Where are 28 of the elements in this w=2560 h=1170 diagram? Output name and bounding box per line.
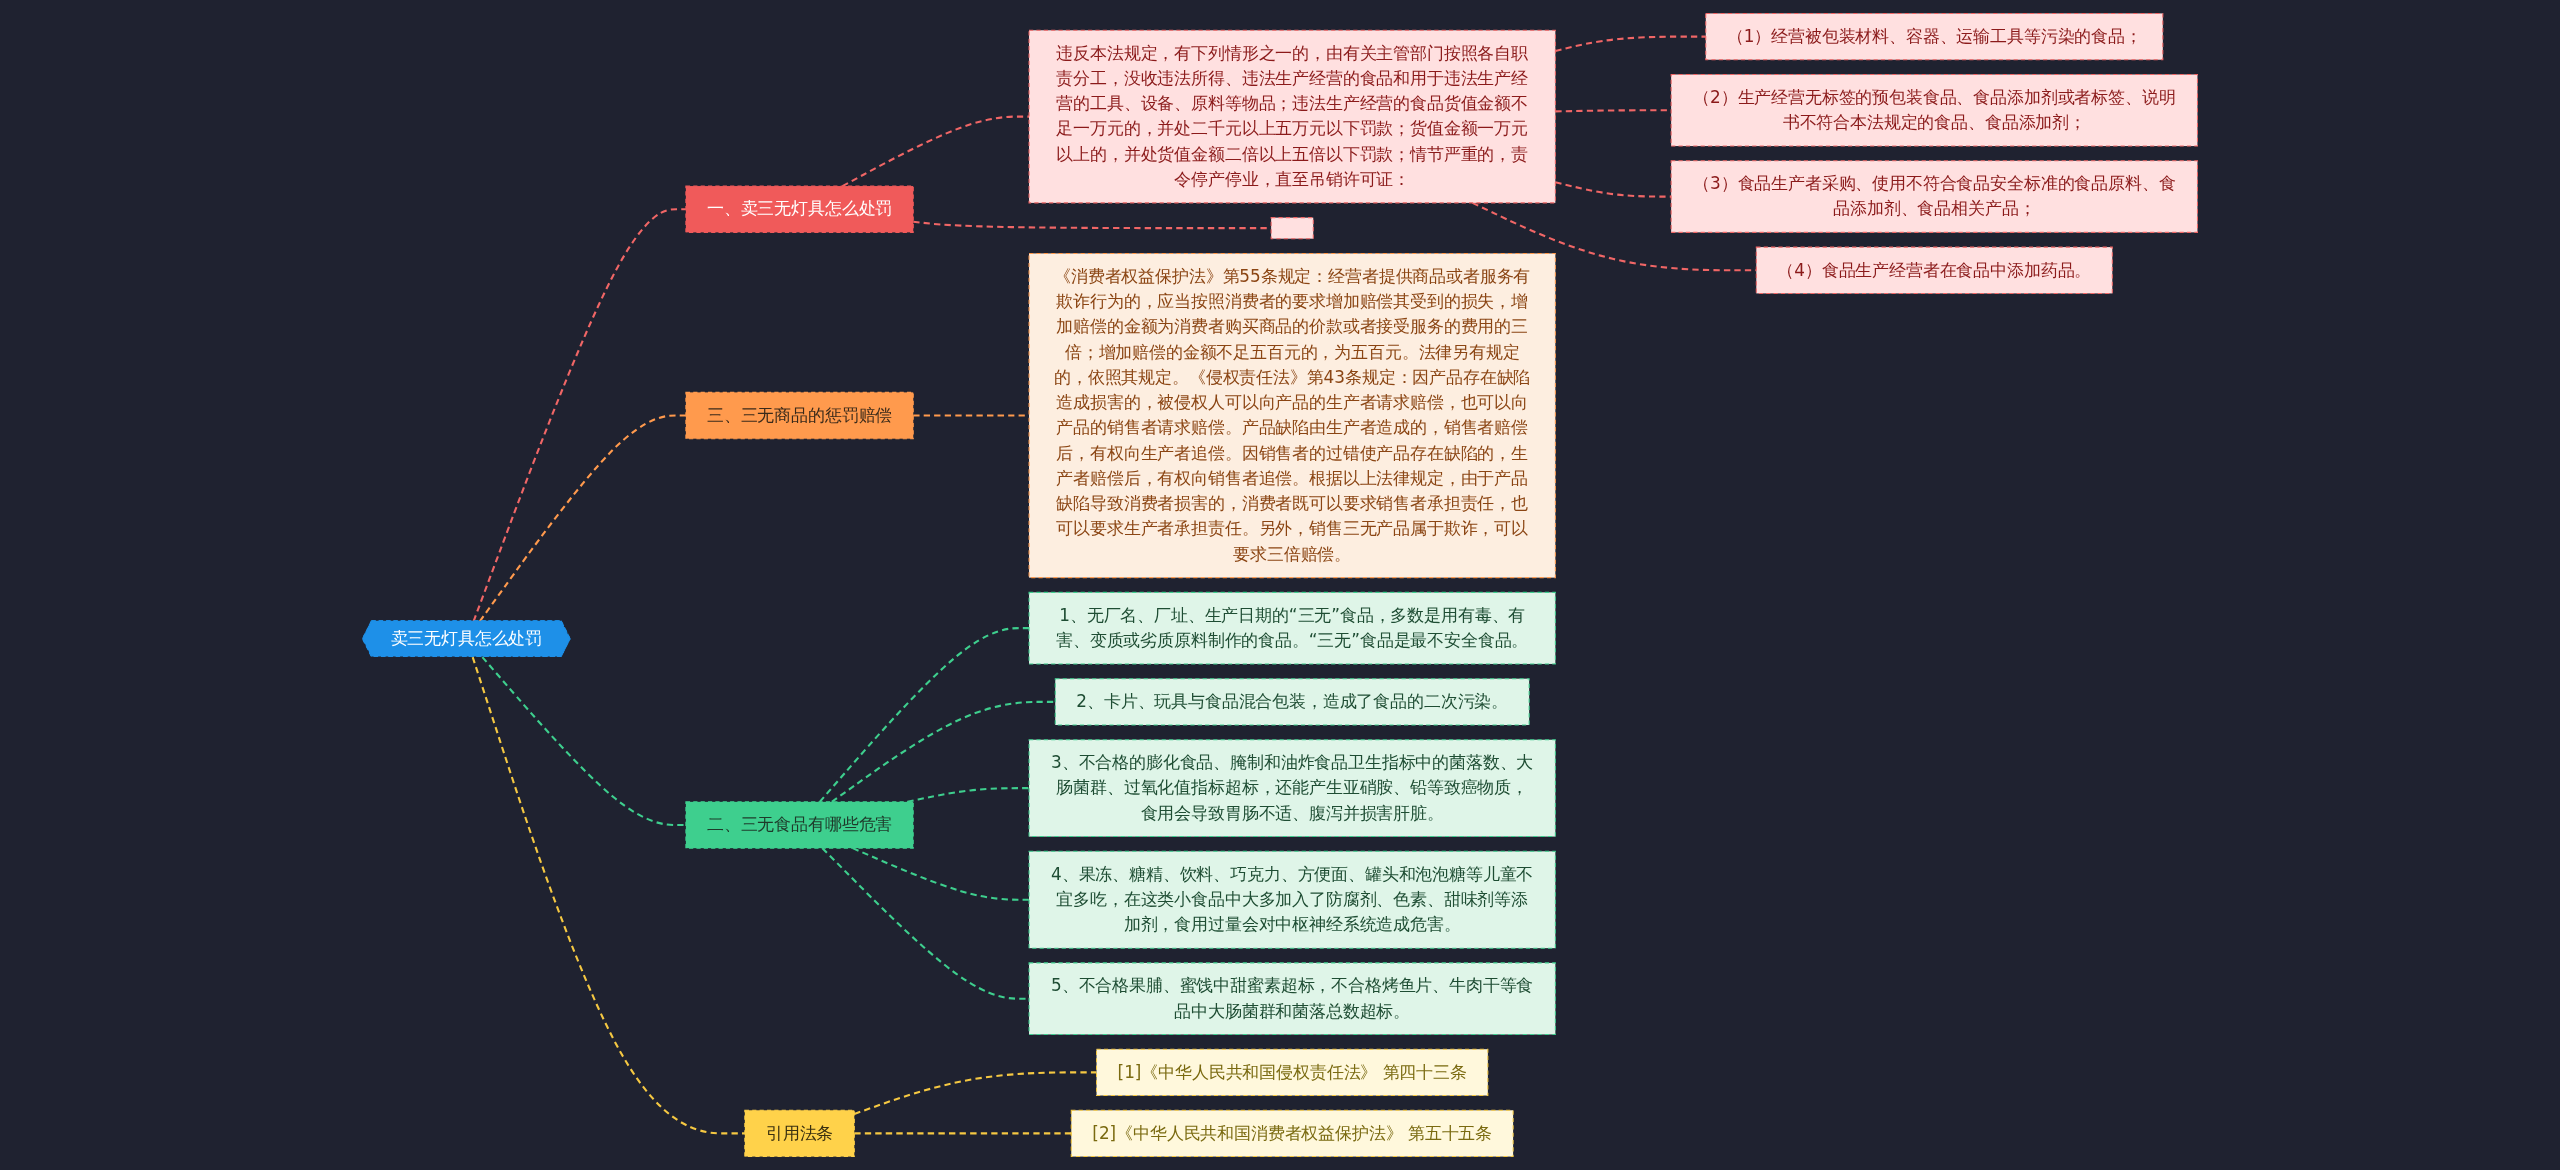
node-box: 违反本法规定，有下列情形之一的，由有关主管部门按照各自职责分工，没收违法所得、违法生产经营的食品和用于违法生产经营的工具、设备、原料等物品；违法生产经营的食品货值金额不足一万元的，并处二千元以上五万元以下罚款；货值金额一万元以上的，并处货值金额二倍以上五倍以下罚款；情节严重的，责令停产停业，直至吊销许可证： xyxy=(1028,29,1556,204)
node-box: （3）食品生产者采购、使用不符合食品安全标准的食品原料、食品添加剂、食品相关产品； xyxy=(1670,160,2198,233)
connector xyxy=(841,115,1030,187)
node-box: （2）生产经营无标签的预包装食品、食品添加剂或者标签、说明书不符合本法规定的食品、食品添加剂； xyxy=(1670,73,2198,147)
node-box: 《消费者权益保护法》第55条规定：经营者提供商品或者服务有欺诈行为的，应当按照消费者的要求增加赔偿其受到的损失，增加赔偿的金额为消费者购买商品的价款或者接受服务的费用的三倍；增加赔偿的金额不足五百元的，为五百元。法律另有规定的，依照其规定。《侵权责任法》第43条规定：因产品存在缺陷造成损害的，被侵权人可以向产品的生产者请求赔偿，也可以向产品的销售者请求赔偿。产品缺陷由生产者造成的，销售者赔偿后，有权向生产者追偿。因销售者的过错使产品存在缺陷的，生产者赔偿后，有权向销售者追偿。根据以上法律规定，由于产品缺陷导致消费者损害的，消费者既可以要求销售者承担责任，也可以要求生产者承担责任。另外，销售三无产品属于欺诈，可以要求三倍赔偿。 xyxy=(1028,252,1556,579)
node-box xyxy=(1270,217,1314,240)
node-box: 一、卖三无灯具怎么处罚 xyxy=(685,185,914,233)
node-box: 4、果冻、糖精、饮料、巧克力、方便面、罐头和泡泡糖等儿童不宜多吃，在这类小食品中大多加入了防腐剂、色素、甜味剂等添加剂，食用过量会对中枢神经系统造成危害。 xyxy=(1028,850,1556,949)
node-box: [2]《中华人民共和国消费者权益保护法》 第五十五条 xyxy=(1070,1109,1514,1158)
node-box: 三、三无商品的惩罚赔偿 xyxy=(685,391,914,440)
connector xyxy=(1555,35,1706,53)
connector xyxy=(852,847,1030,901)
connector xyxy=(818,627,1030,803)
node-box: 2、卡片、玩具与食品混合包装，造成了食品的二次污染。 xyxy=(1054,678,1530,726)
node-box: （4）食品生产经营者在食品中添加药品。 xyxy=(1755,246,2113,294)
node-box: [1]《中华人民共和国侵权责任法》 第四十三条 xyxy=(1096,1048,1489,1097)
connector xyxy=(831,700,1056,803)
connector xyxy=(481,656,686,827)
node-box: 5、不合格果脯、蜜饯中甜蜜素超标，不合格烤鱼片、牛肉干等食品中大肠菌群和菌落总数超标。 xyxy=(1028,962,1556,1035)
connector xyxy=(472,208,686,622)
node-box: （1）经营被包装材料、容器、运输工具等污染的食品； xyxy=(1705,12,2164,61)
node-box: 3、不合格的膨化食品、腌制和油炸食品卫生指标中的菌落数、大肠菌群、过氧化值指标超标，还能产生亚硝胺、铅等致癌物质，食用会导致胃肠不适、腹泻并损害肝脏。 xyxy=(1028,739,1556,838)
node-box: 二、三无食品有哪些危害 xyxy=(685,801,914,849)
node-box: 引用法条 xyxy=(744,1109,855,1158)
connector xyxy=(854,1132,1072,1135)
node-box: 1、无厂名、厂址、生产日期的“三无”食品，多数是用有毒、有害、变质或劣质原料制作的食品。“三无”食品是最不安全食品。 xyxy=(1028,591,1556,665)
connector xyxy=(821,847,1030,1000)
connector xyxy=(478,414,686,622)
